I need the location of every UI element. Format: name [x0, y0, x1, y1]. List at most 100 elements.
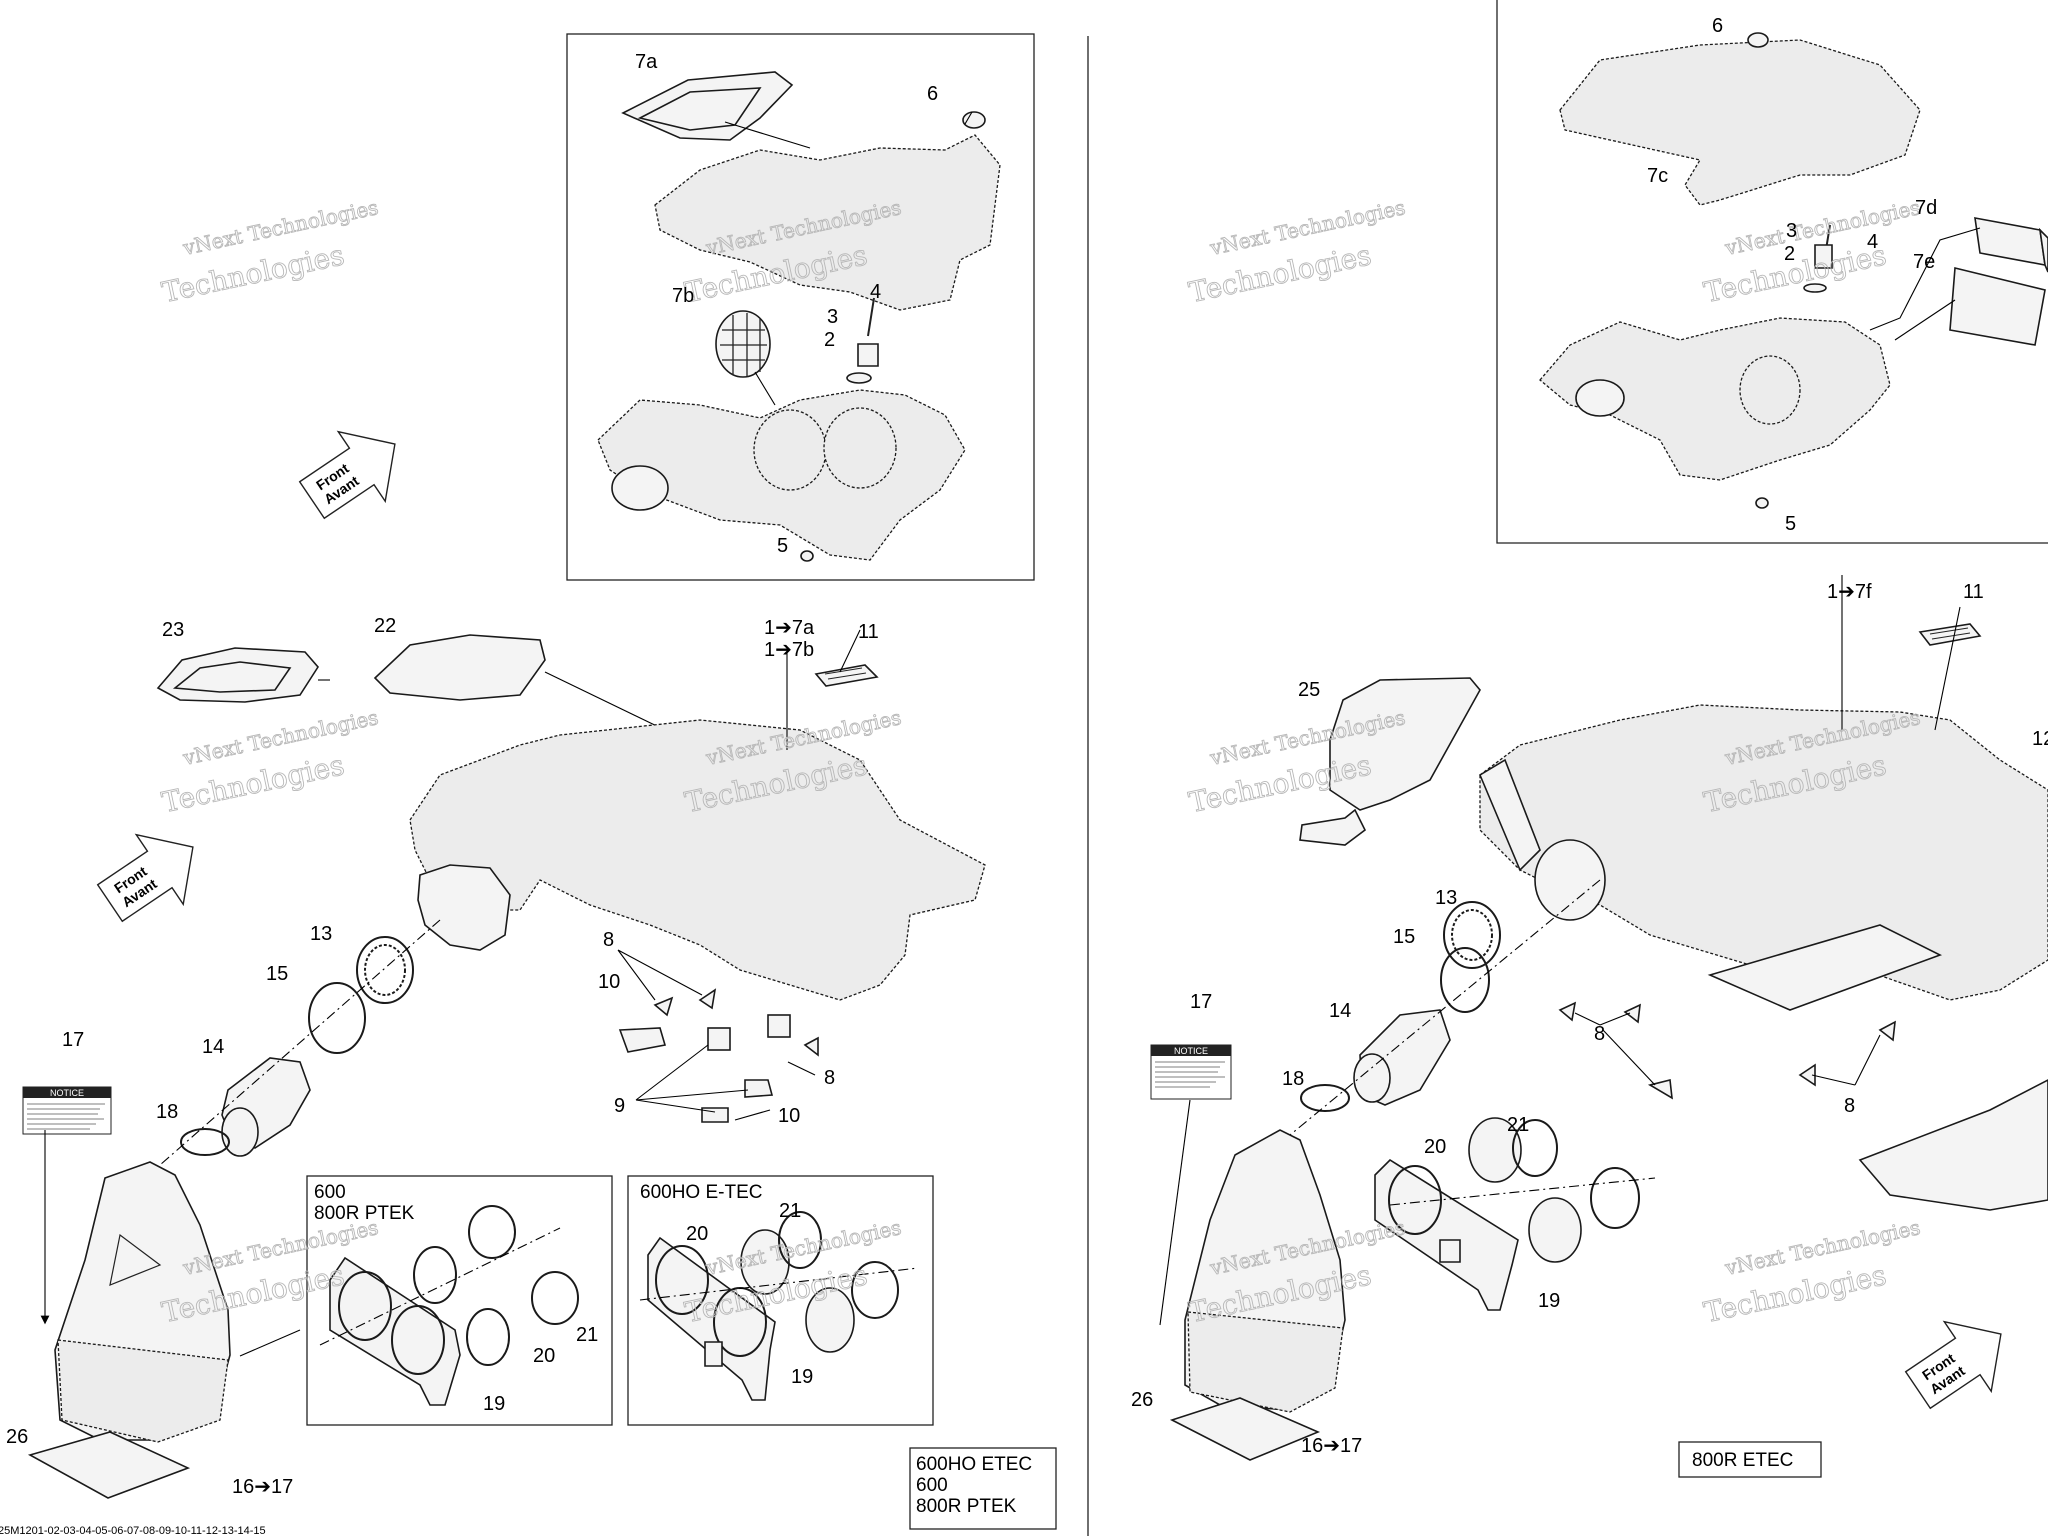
- callout-17: 17: [62, 1029, 84, 1051]
- watermark-12: vNext Technologies Technologies: [1701, 1215, 1923, 1330]
- models-right-1: 800R ETEC: [1692, 1450, 1793, 1471]
- callout-23: 23: [162, 619, 184, 641]
- front-arrow-left-upper: Front Avant: [298, 430, 396, 520]
- gasket-13-left: [356, 936, 414, 1004]
- cap-6-right: [1747, 32, 1769, 48]
- models-box-left-frame: [909, 1447, 1057, 1530]
- models-box-right-frame: [1678, 1441, 1822, 1478]
- box600-title-line1: 600: [314, 1182, 346, 1203]
- callout-10-upper: 10: [598, 971, 620, 993]
- cover-7c: [1559, 39, 1921, 206]
- bracket-19-right: [1374, 1158, 1519, 1311]
- air-box-main-left: [409, 719, 986, 1001]
- notice-title-right: NOTICE: [1174, 1046, 1208, 1056]
- silencer-22: [373, 634, 546, 701]
- right-top-inset-frame: [1496, 0, 2048, 544]
- models-left-3: 800R PTEK: [916, 1496, 1017, 1517]
- r-callout-18: 18: [1282, 1068, 1304, 1090]
- r-callout-1-7f: 1➔7f: [1827, 581, 1872, 603]
- cap-6: [962, 111, 986, 129]
- r-callout-6: 6: [1712, 15, 1723, 37]
- watermark-10: vNext Technologies Technologies: [682, 1215, 904, 1330]
- callout-6: 6: [927, 83, 938, 105]
- box600ho-callout-19: 19: [791, 1366, 813, 1388]
- silencer-box-16-left: [54, 1161, 231, 1443]
- gasket-13-right: [1443, 901, 1501, 969]
- callout-5: 5: [777, 535, 788, 557]
- callout-10-lower: 10: [778, 1105, 800, 1127]
- box600-callout-19: 19: [483, 1393, 505, 1415]
- decal-11-right: [1918, 623, 1982, 646]
- bracket-19-box600: [329, 1256, 461, 1406]
- silencer-box-16-right: [1184, 1129, 1346, 1413]
- callout-14: 14: [202, 1036, 224, 1058]
- r-callout-4: 4: [1867, 231, 1878, 253]
- r-callout-16-17: 16➔17: [1301, 1435, 1362, 1457]
- models-left-2: 600: [916, 1475, 948, 1496]
- front-arrow-left-lower: Front Avant: [96, 833, 194, 923]
- callout-1-7b: 1➔7b: [764, 639, 814, 661]
- r-callout-12: 12: [2032, 728, 2048, 750]
- r-callout-17: 17: [1190, 991, 1212, 1013]
- clamps-box600: [413, 1205, 579, 1366]
- couplers-box600ho: [740, 1211, 899, 1353]
- intake-25: [1299, 677, 1481, 846]
- box-600-frame: [306, 1175, 613, 1426]
- nut-5-right: [1755, 497, 1769, 509]
- couplers-right: [1468, 1117, 1640, 1263]
- lower-housing-top-inset: [597, 389, 966, 561]
- lower-housing-right-inset: [1539, 317, 1891, 481]
- callout-2: 2: [824, 329, 835, 351]
- callout-15: 15: [266, 963, 288, 985]
- r-callout-21: 21: [1507, 1114, 1529, 1136]
- box600ho-title: 600HO E-TEC: [640, 1182, 762, 1203]
- notice-label-right: NOTICE: [1150, 1044, 1232, 1100]
- spring-assembly-right: [1803, 224, 1833, 293]
- r-callout-8-lower: 8: [1844, 1095, 1855, 1117]
- notice-title-left: NOTICE: [50, 1088, 84, 1098]
- r-callout-19: 19: [1538, 1290, 1560, 1312]
- foam-7d: [1974, 217, 2048, 273]
- upper-housing-top-inset: [654, 134, 1001, 311]
- clips-left: [618, 988, 819, 1123]
- box600ho-callout-20: 20: [686, 1223, 708, 1245]
- air-box-main-right: [1478, 704, 2048, 1011]
- r-callout-13: 13: [1435, 887, 1457, 909]
- r-callout-5: 5: [1785, 513, 1796, 535]
- callout-4: 4: [870, 281, 881, 303]
- watermark-1: vNext Technologies Technologies: [159, 195, 381, 310]
- callout-16-17: 16➔17: [232, 1476, 293, 1498]
- callout-7b: 7b: [672, 285, 694, 307]
- r-callout-8-upper: 8: [1594, 1023, 1605, 1045]
- screen-7b: [715, 310, 771, 378]
- silencer-23: [156, 647, 319, 703]
- box600ho-callout-21: 21: [779, 1200, 801, 1222]
- mat-26-left: [27, 1431, 191, 1499]
- r-callout-26: 26: [1131, 1389, 1153, 1411]
- inlet-14-right: [1353, 1009, 1451, 1106]
- r-callout-2: 2: [1784, 243, 1795, 265]
- ring-15-right: [1440, 947, 1490, 1013]
- box600-callout-21: 21: [576, 1324, 598, 1346]
- callout-11: 11: [858, 621, 879, 643]
- r-callout-15: 15: [1393, 926, 1415, 948]
- r-callout-20: 20: [1424, 1136, 1446, 1158]
- front-arrow-right: Front Avant: [1904, 1320, 2002, 1410]
- oring-18-right: [1300, 1084, 1350, 1112]
- mat-26-right: [1169, 1397, 1321, 1461]
- callout-22: 22: [374, 615, 396, 637]
- r-callout-7c: 7c: [1647, 165, 1668, 187]
- r-callout-3: 3: [1786, 220, 1797, 242]
- inlet-14-left: [221, 1057, 311, 1157]
- callout-7a: 7a: [635, 51, 658, 73]
- duct-12-partial: [1858, 1079, 2048, 1211]
- clips-right: [1558, 1001, 1896, 1100]
- cover-7a: [621, 71, 794, 141]
- box-600ho-frame: [627, 1175, 934, 1426]
- callout-8-lower: 8: [824, 1067, 835, 1089]
- watermark-5: vNext Technologies Technologies: [159, 705, 381, 820]
- r-callout-25: 25: [1298, 679, 1320, 701]
- models-left-1: 600HO ETEC: [916, 1454, 1032, 1475]
- callout-18: 18: [156, 1101, 178, 1123]
- watermark-3: vNext Technologies Technologies: [1186, 195, 1408, 310]
